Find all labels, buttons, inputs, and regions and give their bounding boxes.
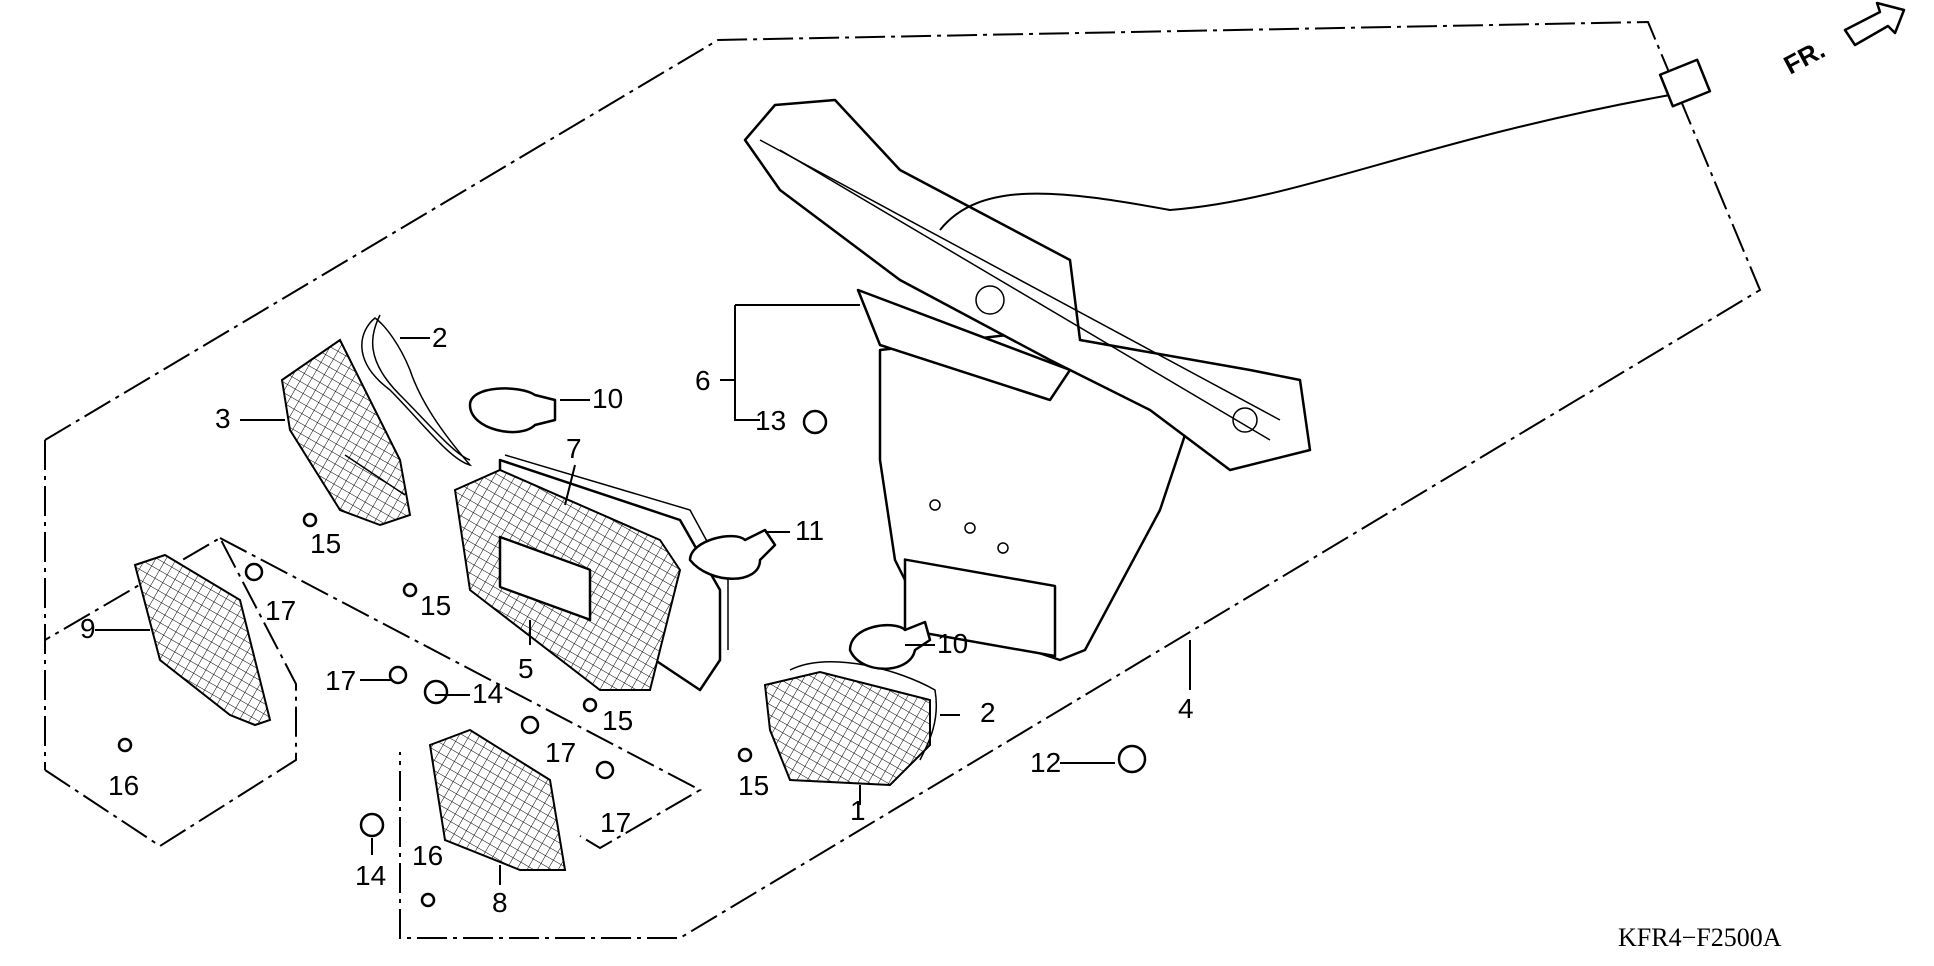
callout-2b: 2 xyxy=(980,697,996,728)
direction-label: FR. xyxy=(1779,34,1830,80)
bulb-lower xyxy=(848,620,932,670)
left-turn-lens-part xyxy=(280,338,412,527)
fasteners xyxy=(117,409,1147,908)
front-direction-indicator: FR. xyxy=(1779,1,1906,80)
callout-12: 12 xyxy=(1030,747,1061,778)
rear-grab-frame-part xyxy=(743,58,1712,472)
callout-15c: 15 xyxy=(602,705,633,736)
assembly-boundary-left xyxy=(44,536,297,848)
callout-17a: 17 xyxy=(265,595,296,626)
callout-17b: 17 xyxy=(325,665,356,696)
callout-labels: 1 2 2 3 4 5 6 7 8 9 10 10 11 12 13 14 14… xyxy=(80,322,1194,918)
callout-17d: 17 xyxy=(600,807,631,838)
callout-1: 1 xyxy=(850,795,866,826)
callout-15a: 15 xyxy=(310,528,341,559)
drawing-code: KFR4−F2500A xyxy=(1618,923,1782,952)
callout-15d: 15 xyxy=(738,770,769,801)
assembly-boundary-lower xyxy=(219,537,703,850)
callout-16a: 16 xyxy=(108,770,139,801)
callout-14b: 14 xyxy=(355,860,386,891)
callout-9: 9 xyxy=(80,613,96,644)
callout-4: 4 xyxy=(1178,693,1194,724)
taillight-lens-part xyxy=(453,468,682,691)
callout-16b: 16 xyxy=(412,840,443,871)
callout-11: 11 xyxy=(795,515,824,546)
lower-reflector-part xyxy=(428,728,567,871)
callout-2a: 2 xyxy=(432,322,448,353)
callout-5: 5 xyxy=(518,653,534,684)
right-turn-lens-part xyxy=(763,670,931,787)
callout-8: 8 xyxy=(492,887,508,918)
lens-gasket-lower-part xyxy=(789,660,938,761)
lens-gasket-upper-part xyxy=(361,314,473,467)
callout-14a: 14 xyxy=(472,678,503,709)
callout-17c: 17 xyxy=(545,737,576,768)
bulb-stop xyxy=(688,528,777,580)
callout-13: 13 xyxy=(755,405,786,436)
callout-3: 3 xyxy=(215,403,231,434)
callout-10b: 10 xyxy=(937,628,968,659)
leader-lines xyxy=(95,304,1191,885)
callout-15b: 15 xyxy=(420,590,451,621)
left-reflector-part xyxy=(133,553,272,727)
callout-7: 7 xyxy=(566,433,582,464)
callout-10a: 10 xyxy=(592,383,623,414)
bulb-upper xyxy=(468,387,557,434)
assembly-boundary-main xyxy=(44,20,1762,939)
callout-6: 6 xyxy=(695,365,711,396)
